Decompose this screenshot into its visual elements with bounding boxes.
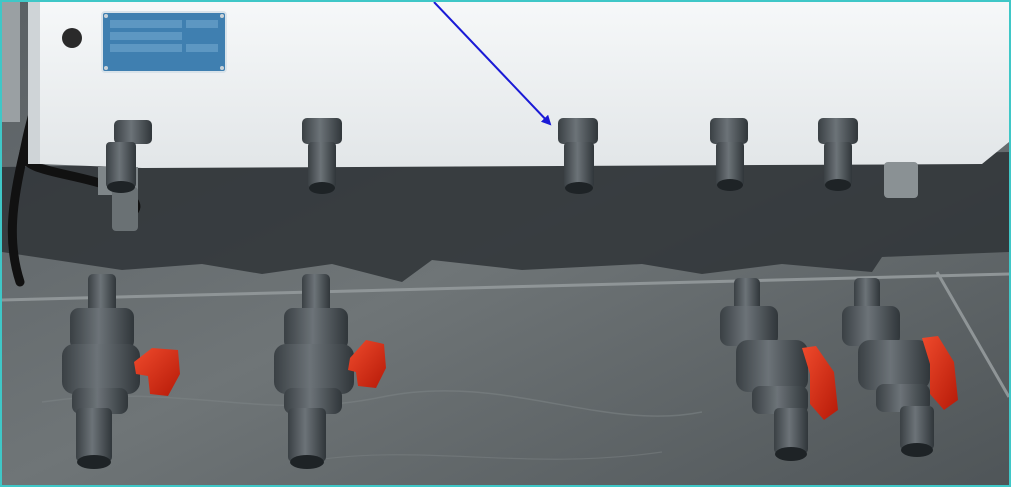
hose-barb-outlet	[302, 118, 342, 194]
floor-tile-joint	[2, 272, 1009, 302]
cabinet-shadow	[2, 152, 1009, 282]
valve-handle	[348, 340, 386, 388]
hose-barb-outlet	[710, 118, 748, 191]
cable-gland	[62, 28, 82, 48]
ball-valve	[274, 274, 386, 469]
ball-valve	[62, 274, 180, 469]
valve-handle	[922, 336, 958, 410]
floor-tile-joint-diagonal	[935, 271, 1009, 398]
cabinet-left-edge	[28, 2, 40, 164]
name-plate	[101, 11, 227, 73]
valve-handle	[802, 346, 838, 420]
power-cable	[7, 147, 29, 287]
ball-valve	[842, 278, 958, 457]
hose-barb-outlet	[818, 118, 858, 191]
left-frame-post	[2, 2, 20, 122]
white-cabinet	[32, 2, 1009, 168]
hose-barb-outlet	[106, 120, 152, 193]
floor-texture	[41, 390, 703, 417]
floor-texture	[301, 451, 663, 463]
ball-valve	[720, 278, 838, 461]
valve-handle	[134, 348, 180, 396]
hose-barb-outlet	[558, 118, 598, 194]
caster-wheel	[884, 162, 918, 198]
callout-arrow	[433, 2, 552, 126]
